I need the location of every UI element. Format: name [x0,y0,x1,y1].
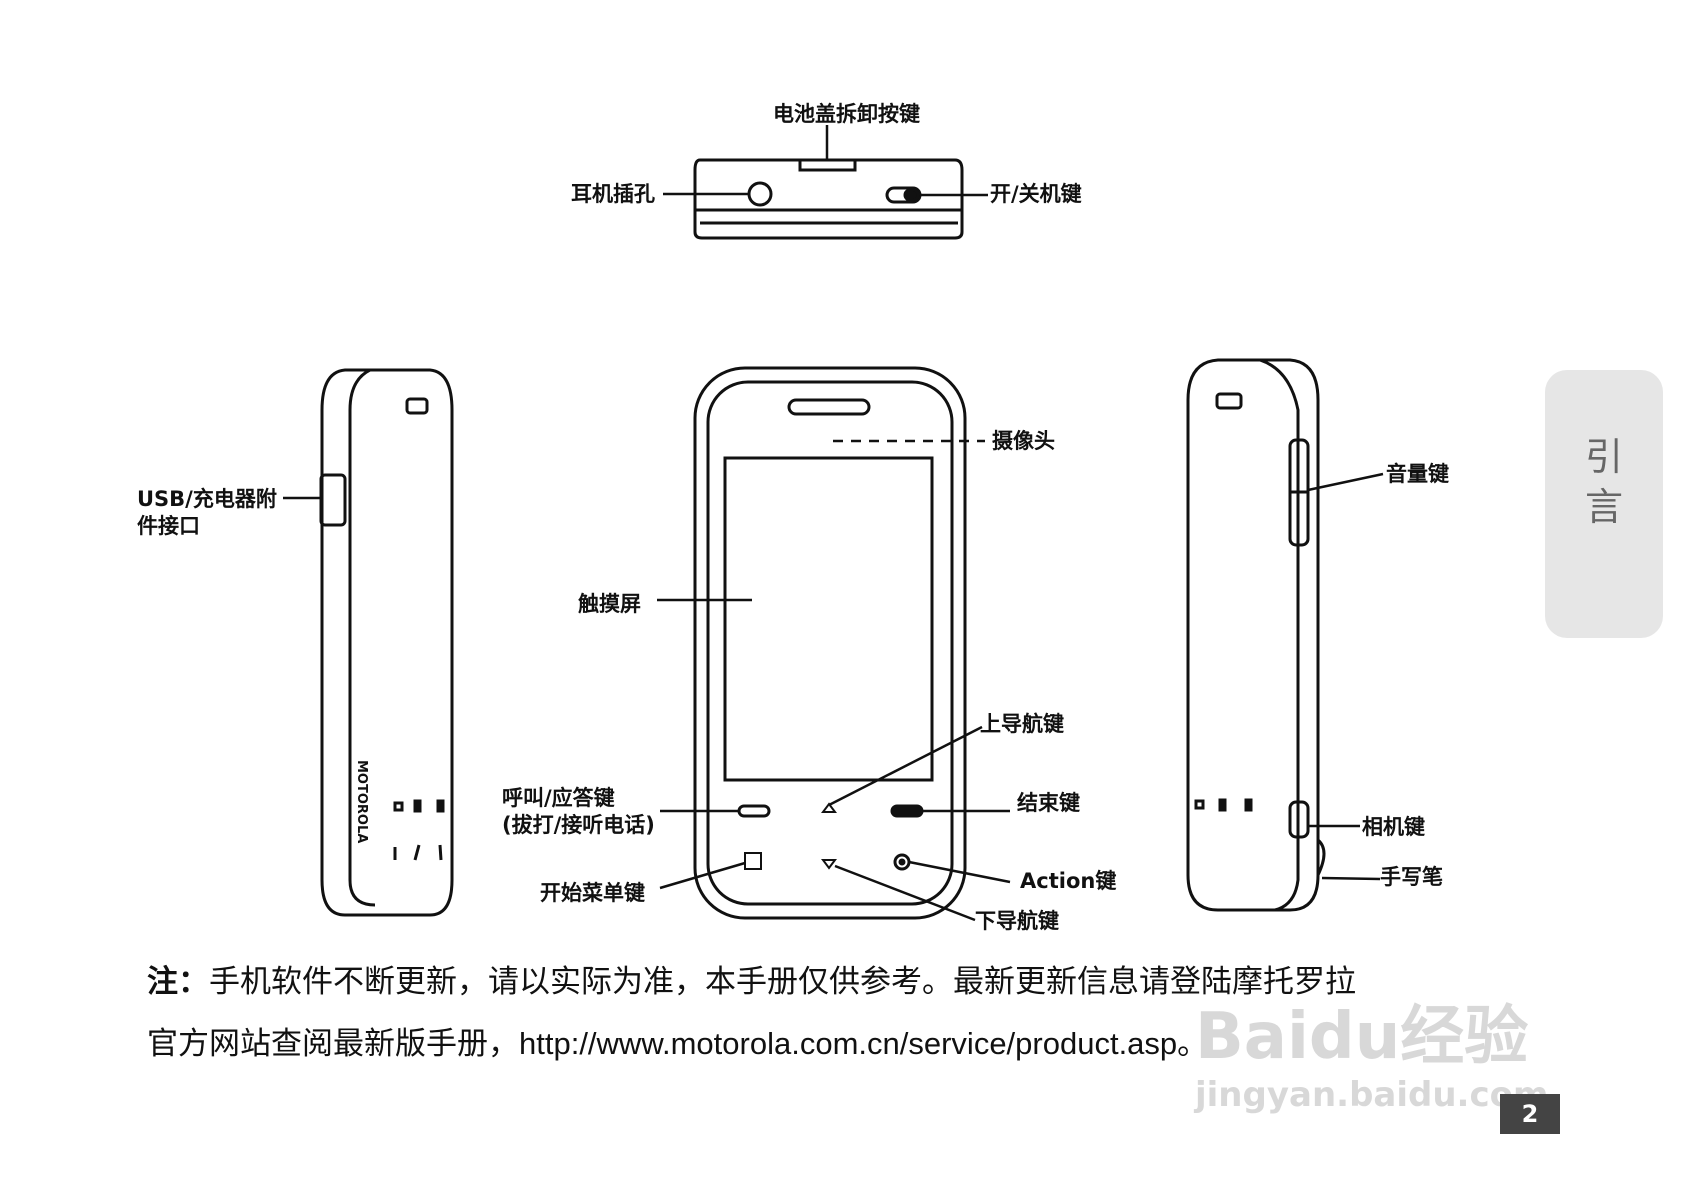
phone-right-side-view [1186,358,1326,912]
label-call-answer-key: 呼叫/应答键 (拔打/接听电话) [502,785,655,840]
side-tab-char-1: 引 [1584,435,1623,479]
label-call-line1: 呼叫/应答键 [502,786,615,810]
page-number: 2 [1500,1094,1560,1134]
label-power-key: 开/关机键 [990,182,1082,206]
label-camera: 摄像头 [992,429,1055,453]
watermark-url: jingyan.baidu.com [1195,1075,1549,1115]
label-stylus: 手写笔 [1380,865,1443,889]
note-line-1: 注：手机软件不断更新，请以实际为准，本手册仅供参考。最新更新信息请登陆摩托罗拉 [147,956,1356,1001]
phone-left-side-view [319,368,454,917]
note-line2-end: 。 [1177,1026,1209,1062]
label-start-menu-key: 开始菜单键 [540,881,645,905]
watermark-logo: Baidu经验 [1195,1000,1529,1074]
phone-front-view [693,366,967,920]
note-line2-text: 官方网站查阅最新版手册， [147,1026,519,1062]
note-line1-text: 手机软件不断更新，请以实际为准，本手册仅供参考。最新更新信息请登陆摩托罗拉 [209,964,1356,1000]
section-side-tab[interactable]: 引 言 [1545,370,1663,638]
label-up-nav-key: 上导航键 [980,712,1064,736]
label-end-key: 结束键 [1017,791,1080,815]
side-tab-char-2: 言 [1584,485,1623,529]
label-battery-cover-release: 电池盖拆卸按键 [773,102,920,126]
note-prefix: 注： [147,964,209,1000]
label-volume-key: 音量键 [1386,462,1449,486]
label-usb-line1: USB/充电器附 [137,487,277,511]
phone-top-view [693,158,964,240]
note-url-link[interactable]: http://www.motorola.com.cn/service/produ… [519,1026,1178,1061]
label-action-key: Action键 [1020,869,1117,893]
callout-lines [283,125,1384,922]
label-usb-line2: 件接口 [137,514,200,539]
label-usb-charger-port: USB/充电器附 件接口 [137,486,277,541]
label-call-line2: (拔打/接听电话) [502,813,655,838]
note-line-2: 官方网站查阅最新版手册，http://www.motorola.com.cn/s… [147,1018,1208,1063]
label-camera-key: 相机键 [1362,815,1425,839]
label-touch-screen: 触摸屏 [578,592,641,616]
label-down-nav-key: 下导航键 [975,909,1059,933]
label-headset-jack: 耳机插孔 [571,182,655,206]
brand-text: MOTOROLA [354,760,369,843]
